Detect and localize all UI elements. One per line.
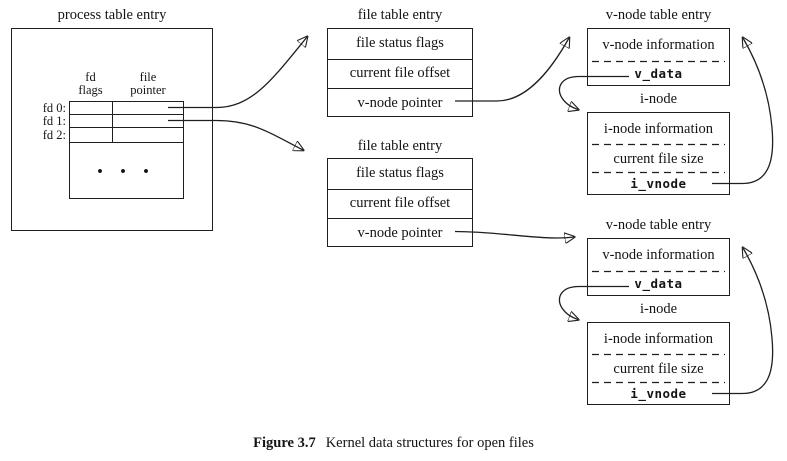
file-pointer-column-header: file pointer — [112, 71, 184, 97]
figure-caption-text: Kernel data structures for open files — [325, 435, 534, 451]
inode-2-title: i-node — [639, 301, 678, 317]
fd2-label: fd 2: — [42, 128, 66, 142]
file-table-2-box: file status flags current file offset v-… — [327, 158, 473, 247]
process-table-title: process table entry — [57, 7, 167, 23]
i-vnode-field: i_vnode — [630, 386, 687, 401]
fd-table-grid-line — [69, 142, 184, 143]
fd-flags-header-line1: fd — [85, 70, 96, 84]
fd-table-box — [69, 101, 184, 199]
file-pointer-header-line1: file — [139, 70, 157, 84]
v-node-pointer-row: v-node pointer — [328, 218, 472, 248]
fd-table-grid-line — [69, 127, 184, 128]
fd-flags-column-header: fd flags — [69, 71, 112, 97]
inode-information-row: i-node information — [603, 330, 714, 347]
v-node-pointer-row: v-node pointer — [328, 88, 472, 118]
vnode-information-row: v-node information — [602, 37, 715, 53]
file-pointer-header-line2: pointer — [130, 83, 166, 97]
v-data-field: v_data — [634, 66, 683, 81]
inode-1-title: i-node — [639, 91, 678, 107]
vnode-table-1-box: v-node information v_data — [587, 28, 730, 86]
file-table-1-title: file table entry — [357, 7, 443, 23]
file-status-flags-row: file status flags — [356, 35, 444, 52]
file-table-1-box: file status flags current file offset v-… — [327, 28, 473, 117]
v-data-field: v_data — [634, 276, 683, 291]
fd-table-column-divider — [112, 101, 113, 142]
current-file-size-row: current file size — [613, 150, 704, 167]
fd-table-grid-line — [69, 114, 184, 115]
i-vnode-field: i_vnode — [630, 176, 687, 191]
current-file-offset-row: current file offset — [328, 188, 472, 219]
fd-table-ellipsis: • • • — [97, 164, 156, 180]
fd-flags-header-line2: flags — [78, 83, 103, 97]
inode-2-box: i-node information current file size i_v… — [587, 322, 730, 405]
inode-1-box: i-node information current file size i_v… — [587, 112, 730, 195]
current-file-size-row: current file size — [613, 360, 704, 377]
current-file-offset-row: current file offset — [328, 58, 472, 89]
fd1-label: fd 1: — [42, 114, 66, 128]
vnode-table-2-box: v-node information v_data — [587, 238, 730, 296]
vnode-table-1-title: v-node table entry — [605, 7, 712, 23]
figure-caption-label: Figure 3.7 — [253, 435, 316, 451]
file-status-flags-row: file status flags — [356, 165, 444, 182]
file-table-2-title: file table entry — [357, 138, 443, 154]
figure-caption: Figure 3.7 Kernel data structures for ope… — [0, 435, 787, 452]
vnode-information-row: v-node information — [602, 247, 715, 263]
fd0-label: fd 0: — [42, 101, 66, 115]
vnode-table-2-title: v-node table entry — [605, 217, 712, 233]
inode-information-row: i-node information — [603, 120, 714, 137]
